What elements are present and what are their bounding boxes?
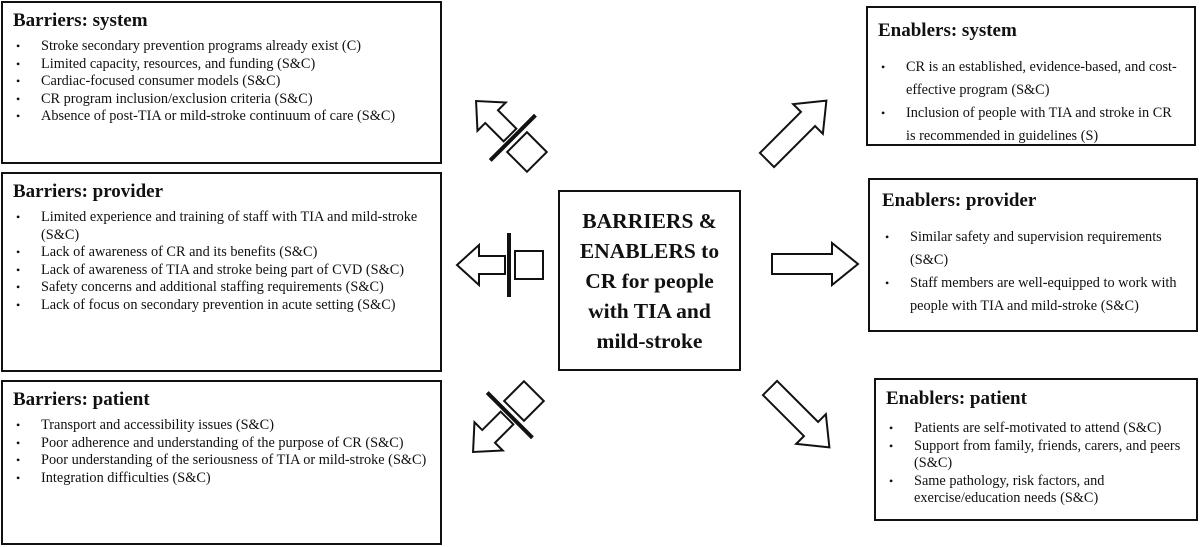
- list-item: Absence of post-TIA or mild-stroke conti…: [16, 108, 430, 126]
- list-item: Support from family, friends, carers, an…: [889, 438, 1186, 473]
- arrow-down-right-icon: [761, 379, 831, 449]
- blocked-arrow-provider: [455, 233, 544, 297]
- list-item: CR program inclusion/exclusion criteria …: [16, 91, 430, 109]
- list-item: Safety concerns and additional staffing …: [16, 279, 430, 297]
- enablers-provider-list: Similar safety and supervision requireme…: [882, 226, 1184, 318]
- barriers-patient-list: Transport and accessibility issues (S&C)…: [13, 417, 430, 487]
- center-topic-box: BARRIERS & ENABLERS to CR for people wit…: [558, 190, 741, 371]
- arrow-down-left-icon: [472, 410, 515, 453]
- barriers-patient-title: Barriers: patient: [13, 389, 150, 410]
- list-item: CR is an established, evidence-based, an…: [881, 56, 1184, 102]
- list-item: Poor adherence and understanding of the …: [16, 435, 430, 453]
- list-item: Lack of focus on secondary prevention in…: [16, 297, 430, 315]
- enablers-system-title: Enablers: system: [878, 20, 1017, 41]
- list-item: Staff members are well-equipped to work …: [885, 272, 1184, 318]
- list-item: Similar safety and supervision requireme…: [885, 226, 1184, 272]
- barriers-patient-box: Barriers: patient Transport and accessib…: [1, 380, 442, 545]
- list-item: Lack of awareness of CR and its benefits…: [16, 244, 430, 262]
- arrow-up-right-icon: [758, 99, 828, 169]
- arrow-right-icon: [771, 240, 860, 288]
- list-item: Limited capacity, resources, and funding…: [16, 56, 430, 74]
- block-bar-icon: [488, 113, 537, 162]
- blocked-arrow-patient: [472, 379, 546, 453]
- block-bar-icon: [485, 391, 534, 440]
- enablers-system-list: CR is an established, evidence-based, an…: [878, 56, 1184, 148]
- barriers-system-list: Stroke secondary prevention programs alr…: [13, 38, 430, 126]
- blocked-square-icon: [514, 250, 544, 280]
- list-item: Same pathology, risk factors, and exerci…: [889, 473, 1186, 508]
- list-item: Integration difficulties (S&C): [16, 470, 430, 488]
- barriers-provider-title: Barriers: provider: [13, 181, 164, 202]
- enablers-system-box: Enablers: system CR is an established, e…: [866, 6, 1196, 146]
- list-item: Inclusion of people with TIA and stroke …: [881, 102, 1184, 148]
- enablers-patient-box: Enablers: patient Patients are self-moti…: [874, 378, 1198, 521]
- list-item: Lack of awareness of TIA and stroke bein…: [16, 262, 430, 280]
- center-topic-title: BARRIERS & ENABLERS to CR for people wit…: [579, 208, 720, 353]
- enablers-patient-title: Enablers: patient: [886, 388, 1027, 409]
- list-item: Poor understanding of the seriousness of…: [16, 452, 430, 470]
- list-item: Stroke secondary prevention programs alr…: [16, 38, 430, 56]
- barriers-system-box: Barriers: system Stroke secondary preven…: [1, 1, 442, 164]
- barriers-system-title: Barriers: system: [13, 10, 148, 31]
- barriers-provider-list: Limited experience and training of staff…: [13, 209, 430, 314]
- blocked-square-icon: [502, 379, 546, 423]
- list-item: Cardiac-focused consumer models (S&C): [16, 73, 430, 91]
- barriers-provider-box: Barriers: provider Limited experience an…: [1, 172, 442, 372]
- enablers-provider-title: Enablers: provider: [882, 190, 1037, 211]
- enablers-patient-list: Patients are self-motivated to attend (S…: [886, 420, 1186, 508]
- list-item: Patients are self-motivated to attend (S…: [889, 420, 1186, 438]
- list-item: Limited experience and training of staff…: [16, 209, 430, 244]
- enablers-provider-box: Enablers: provider Similar safety and su…: [868, 178, 1198, 332]
- blocked-arrow-system: [475, 100, 549, 174]
- blocked-square-icon: [505, 130, 549, 174]
- list-item: Transport and accessibility issues (S&C): [16, 417, 430, 435]
- arrow-left-icon: [455, 242, 506, 288]
- arrow-up-left-icon: [475, 100, 518, 143]
